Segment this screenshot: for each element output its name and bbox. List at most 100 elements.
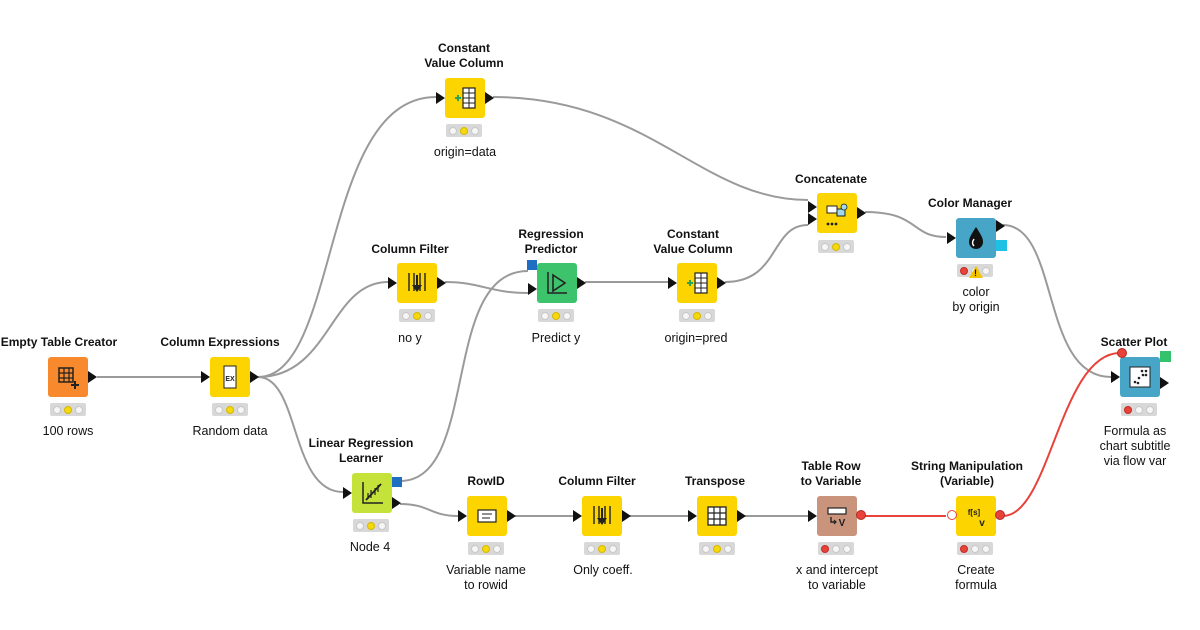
- flow-variable-output-port[interactable]: [856, 510, 866, 520]
- input-port[interactable]: [388, 277, 397, 289]
- node-annotation-color-manager: color by origin: [952, 285, 1000, 314]
- node-empty-table-creator[interactable]: [48, 357, 97, 397]
- rowid-icon: [477, 509, 497, 523]
- color-model-output-port[interactable]: [996, 240, 1007, 251]
- node-rowid[interactable]: [458, 496, 516, 536]
- output-port[interactable]: [857, 207, 866, 219]
- status-linear-regression-learner: [353, 519, 389, 532]
- status-scatter-plot: [1121, 403, 1157, 416]
- output-port[interactable]: [996, 220, 1005, 232]
- node-concatenate[interactable]: [808, 193, 866, 233]
- status-string-manipulation-variable: [957, 542, 993, 555]
- transpose-icon: [707, 506, 727, 526]
- variable-connection-string-manipulation-to-scatter-plot[interactable]: [1002, 352, 1121, 517]
- status-rowid: [468, 542, 504, 555]
- node-constant-value-column-mid[interactable]: [668, 263, 726, 303]
- row-to-variable-icon: V: [827, 507, 847, 529]
- node-title-rowid: RowID: [467, 474, 505, 488]
- output-port[interactable]: [437, 277, 446, 289]
- node-column-filter-bottom[interactable]: [573, 496, 631, 536]
- status-constant-value-column-mid: [679, 309, 715, 322]
- svg-text:f[s]: f[s]: [968, 508, 981, 517]
- node-annotation-column-expressions: Random data: [192, 424, 268, 438]
- node-title-constant-value-column-mid: Constant Value Column: [653, 227, 733, 256]
- svg-text:V: V: [839, 518, 846, 529]
- node-regression-predictor[interactable]: [527, 260, 586, 303]
- connection-column-expressions-to-constant-value[interactable]: [257, 96, 437, 378]
- output-port[interactable]: [577, 277, 586, 289]
- input-port[interactable]: [668, 277, 677, 289]
- node-title-regression-predictor: Regression Predictor: [518, 227, 584, 256]
- node-title-linear-regression-learner: Linear Regression Learner: [308, 436, 414, 465]
- input-port[interactable]: [343, 487, 352, 499]
- flow-variable-output-port[interactable]: [995, 510, 1005, 520]
- input-port[interactable]: [947, 232, 956, 244]
- status-regression-predictor: [538, 309, 574, 322]
- image-output-port[interactable]: [1160, 351, 1171, 362]
- flow-variable-input-port[interactable]: [1117, 348, 1127, 358]
- connection-column-expressions-to-column-filter[interactable]: [257, 281, 389, 378]
- connection-column-filter-to-predictor[interactable]: [444, 281, 529, 294]
- node-title-column-filter-bottom: Column Filter: [558, 474, 636, 488]
- output-port[interactable]: [717, 277, 726, 289]
- connection-constant-value-to-concatenate[interactable]: [492, 96, 809, 201]
- input-port[interactable]: [808, 510, 817, 522]
- output-port[interactable]: [88, 371, 97, 383]
- model-input-port[interactable]: [527, 260, 537, 270]
- input-port[interactable]: [688, 510, 697, 522]
- svg-text:v: v: [979, 518, 985, 529]
- svg-text:EX: EX: [225, 376, 235, 383]
- connection-learner-to-predictor[interactable]: [399, 270, 529, 482]
- node-column-filter-top[interactable]: [388, 263, 446, 303]
- node-title-scatter-plot: Scatter Plot: [1100, 335, 1168, 349]
- node-annotation-column-filter-bottom: Only coeff.: [573, 563, 633, 577]
- input-port-2[interactable]: [808, 213, 817, 225]
- input-port[interactable]: [573, 510, 582, 522]
- connection-column-expressions-to-learner[interactable]: [257, 376, 344, 493]
- model-output-port[interactable]: [392, 477, 402, 487]
- column-filter-icon: [408, 273, 426, 292]
- output-port[interactable]: [737, 510, 746, 522]
- node-scatter-plot[interactable]: [1111, 348, 1171, 397]
- node-constant-value-column-top[interactable]: [436, 78, 494, 118]
- constant-column-icon: [687, 272, 708, 294]
- node-color-manager[interactable]: [947, 218, 1007, 258]
- node-annotation-regression-predictor: Predict y: [531, 331, 581, 345]
- input-port[interactable]: [1111, 371, 1120, 383]
- node-transpose[interactable]: [688, 496, 746, 536]
- node-linear-regression-learner[interactable]: [343, 473, 402, 513]
- connection-learner-to-rowid[interactable]: [399, 503, 459, 517]
- status-empty-table-creator: [50, 403, 86, 416]
- flow-variable-input-port[interactable]: [947, 510, 957, 520]
- output-port[interactable]: [1160, 377, 1169, 389]
- node-title-table-row-to-variable: Table Row to Variable: [800, 459, 862, 488]
- node-string-manipulation-variable[interactable]: f[s] v: [947, 496, 1005, 536]
- node-title-column-filter-top: Column Filter: [371, 242, 449, 256]
- table-plus-icon: [58, 367, 79, 389]
- input-port[interactable]: [436, 92, 445, 104]
- expression-icon: EX: [223, 365, 237, 389]
- node-title-string-manipulation-variable: String Manipulation (Variable): [911, 459, 1023, 488]
- constant-column-icon: [455, 87, 476, 109]
- output-port[interactable]: [507, 510, 516, 522]
- connection-constant-value-to-concatenate-bottom[interactable]: [724, 224, 809, 283]
- input-port[interactable]: [458, 510, 467, 522]
- output-port[interactable]: [485, 92, 494, 104]
- node-table-row-to-variable[interactable]: V: [808, 496, 866, 536]
- connection-concatenate-to-color-manager[interactable]: [864, 211, 947, 238]
- node-annotation-constant-value-column-top: origin=data: [433, 145, 497, 159]
- node-annotation-constant-value-column-mid: origin=pred: [664, 331, 728, 345]
- output-port[interactable]: [392, 497, 401, 509]
- concatenate-icon: [826, 203, 848, 226]
- node-column-expressions[interactable]: EX: [201, 357, 259, 397]
- output-port[interactable]: [250, 371, 259, 383]
- color-drop-icon: [969, 227, 983, 249]
- warning-icon: !: [969, 266, 983, 278]
- output-port[interactable]: [622, 510, 631, 522]
- input-port[interactable]: [528, 283, 537, 295]
- node-annotation-rowid: Variable name to rowid: [446, 563, 526, 592]
- input-port[interactable]: [201, 371, 210, 383]
- node-title-empty-table-creator: Empty Table Creator: [0, 335, 118, 349]
- node-title-transpose: Transpose: [684, 474, 746, 488]
- input-port-1[interactable]: [808, 201, 817, 213]
